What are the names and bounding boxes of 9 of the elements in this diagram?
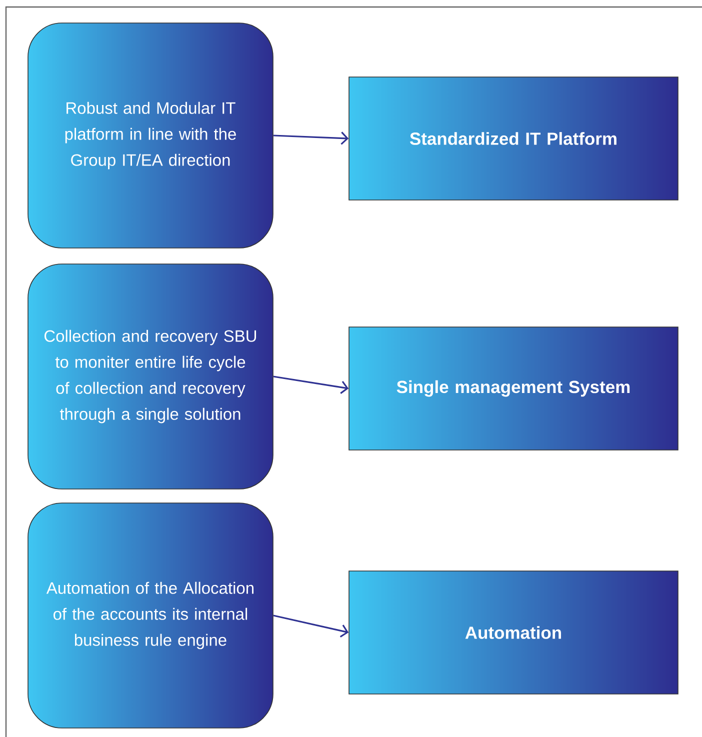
- arrow: [273, 376, 349, 394]
- arrow: [273, 132, 349, 145]
- process-box: Standardized IT Platform: [348, 76, 678, 200]
- rounded-box: Automation of the Allocation of the accounts its internal business rule engine: [28, 502, 274, 728]
- arrow: [273, 614, 349, 638]
- rounded-box: Collection and recovery SBU to moniter entire life cycle of collection and recovery through a single solution: [28, 264, 274, 490]
- process-box: Single management System: [348, 326, 678, 450]
- process-box: Automation: [348, 570, 678, 694]
- rounded-box: Robust and Modular IT platform in line with the Group IT/EA direction: [28, 22, 274, 248]
